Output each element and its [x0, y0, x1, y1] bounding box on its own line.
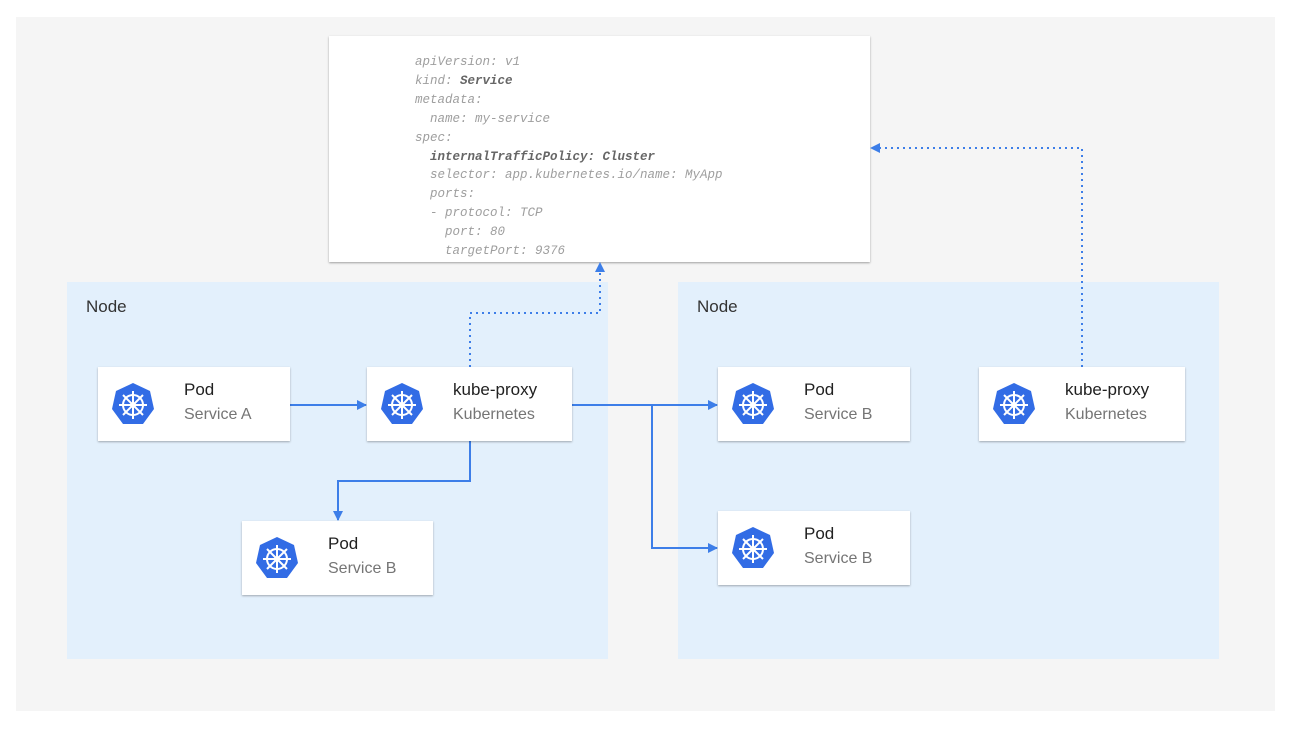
node-right: Node	[678, 282, 1219, 659]
card-subtitle: Service B	[328, 560, 397, 577]
dotted-arrow-proxy-left-to-service	[469, 262, 605, 367]
node-label: Node	[697, 297, 738, 316]
node-left: Node	[67, 282, 608, 659]
card-subtitle: Kubernetes	[1065, 406, 1147, 423]
card-subtitle: Service A	[184, 406, 252, 423]
arrow-proxy-to-podB-right-2	[651, 405, 718, 553]
card-subtitle: Service B	[804, 406, 873, 423]
card-title: Pod	[184, 380, 215, 399]
dotted-arrow-proxy-right-to-service	[870, 143, 1083, 367]
service-yaml-box: apiVersion: v1 kind: Service metadata: n…	[329, 36, 870, 262]
card-title: kube-proxy	[453, 380, 538, 399]
card-title: Pod	[804, 380, 835, 399]
card-subtitle: Kubernetes	[453, 406, 535, 423]
service-yaml-text: apiVersion: v1 kind: Service metadata: n…	[415, 55, 723, 259]
arrow-proxy-to-podB-left	[333, 441, 471, 521]
card-title: kube-proxy	[1065, 380, 1150, 399]
card-title: Pod	[804, 524, 835, 543]
card-subtitle: Service B	[804, 550, 873, 567]
node-label: Node	[86, 297, 127, 316]
card-title: Pod	[328, 534, 359, 553]
